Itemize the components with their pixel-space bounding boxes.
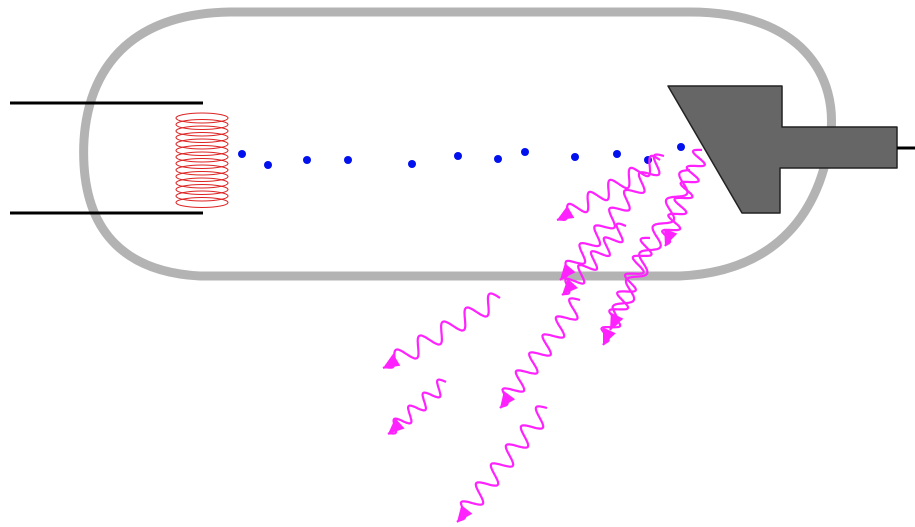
filament-coil-turn — [175, 125, 229, 137]
filament-coil-turn — [175, 145, 229, 156]
xray-arrowhead — [664, 228, 678, 246]
xray-arrowhead — [457, 505, 473, 522]
xray-wave — [559, 153, 665, 281]
electron-dot — [494, 155, 502, 163]
electron-dot — [408, 160, 416, 168]
anode-target — [667, 85, 898, 214]
electron-dot — [613, 150, 621, 158]
filament-coil-turn — [175, 197, 229, 208]
xray-wave — [661, 148, 706, 247]
filament-coil-turn — [175, 158, 229, 169]
electron-dot — [521, 148, 529, 156]
xray-arrowhead — [560, 263, 576, 280]
xray-emission — [382, 148, 706, 523]
filament-coil-turn — [175, 184, 229, 195]
xray-wave — [499, 297, 581, 409]
xray-arrowhead — [388, 418, 405, 434]
xray-wave — [556, 154, 661, 222]
filament-coil-turn — [175, 132, 229, 143]
cathode-filament-coil — [175, 112, 229, 208]
electron-dot — [344, 156, 352, 164]
filament-coil-turn — [175, 112, 229, 124]
electron-dot — [303, 156, 311, 164]
xray-arrowhead — [557, 205, 575, 220]
electron-beam — [238, 143, 685, 169]
electron-dot — [677, 143, 685, 151]
filament-coil-turn — [175, 151, 229, 163]
xray-wave — [609, 168, 691, 331]
filament-coil-turn — [175, 177, 229, 189]
filament-coil-turn — [175, 171, 229, 182]
xray-arrowhead — [603, 327, 616, 345]
filament-coil-turn — [175, 190, 229, 202]
xray-arrowhead — [562, 278, 578, 295]
xray-arrowhead — [500, 391, 516, 408]
xray-arrowhead — [383, 353, 401, 368]
electron-dot — [264, 161, 272, 169]
filament-coil-turn — [175, 138, 229, 150]
filament-coil-turn — [175, 164, 229, 176]
electron-dot — [571, 153, 579, 161]
xray-wave — [387, 378, 447, 435]
electron-dot — [454, 152, 462, 160]
filament-coil-turn — [175, 119, 229, 130]
glass-envelope — [79, 7, 836, 281]
xray-arrowhead — [610, 312, 624, 330]
xray-wave — [382, 292, 501, 370]
xray-wave — [456, 405, 548, 523]
electron-dot — [238, 150, 246, 158]
